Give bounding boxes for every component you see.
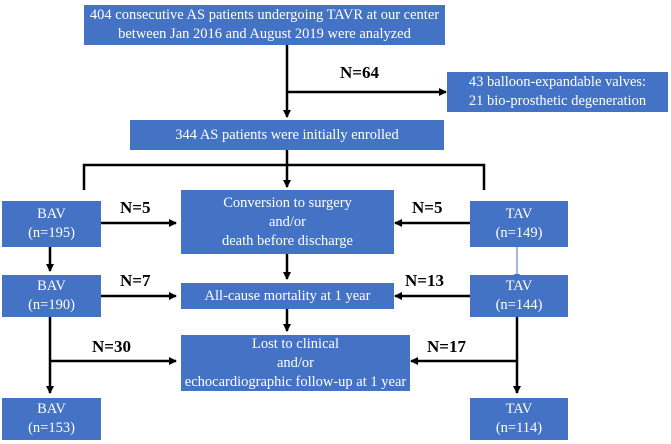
lost-line-1: Lost to clinical <box>252 335 339 352</box>
tav-initial-box: TAV (n=149) <box>470 201 568 247</box>
conversion-line-1: Conversion to surgery <box>223 194 352 211</box>
tav-conversion-count: N=5 <box>412 198 443 217</box>
mortality-line-1: All-cause mortality at 1 year <box>204 287 371 304</box>
split-bracket <box>82 163 486 190</box>
cohort-box: 404 consecutive AS patients undergoing T… <box>84 5 445 45</box>
bav-initial-box: BAV (n=195) <box>2 201 101 247</box>
bav-final-label: BAV <box>37 401 66 417</box>
lost-line-2: and/or <box>276 354 315 371</box>
tav-final-label: TAV <box>505 401 533 417</box>
bav-initial-count: (n=195) <box>28 225 75 241</box>
mortality-box: All-cause mortality at 1 year <box>181 283 394 309</box>
tav-discharge-count: (n=144) <box>495 297 543 313</box>
bav-discharge-label: BAV <box>37 278 66 294</box>
bav-final-box: BAV (n=153) <box>2 398 101 440</box>
bav-discharge-count: (n=190) <box>28 297 75 313</box>
bav-initial-label: BAV <box>37 206 66 222</box>
conversion-box: Conversion to surgery and/or death befor… <box>181 190 394 254</box>
bav-mortality-count: N=7 <box>120 271 151 290</box>
tav-final-box: TAV (n=114) <box>470 398 568 440</box>
tav-discharge-box: TAV (n=144) <box>470 275 568 317</box>
tav-initial-label: TAV <box>505 206 533 222</box>
lost-line-3: echocardiographic follow-up at 1 year <box>184 373 407 390</box>
tav-lost-count: N=17 <box>427 337 466 356</box>
bav-final-count: (n=153) <box>28 420 75 436</box>
bav-discharge-box: BAV (n=190) <box>2 275 101 317</box>
conversion-line-3: death before discharge <box>222 232 353 249</box>
excluded-count-label: N=64 <box>340 63 379 82</box>
tav-discharge-label: TAV <box>505 278 533 294</box>
excluded-line-2: 21 bio-prosthetic degeneration <box>468 93 647 109</box>
cohort-line-2: between Jan 2016 and August 2019 were an… <box>118 26 411 42</box>
conversion-line-2: and/or <box>268 213 307 230</box>
enrolled-line-1: 344 AS patients were initially enrolled <box>175 126 399 143</box>
tav-mortality-count: N=13 <box>405 271 444 290</box>
excluded-box: 43 balloon-expandable valves: 21 bio-pro… <box>447 72 668 112</box>
cohort-line-1: 404 consecutive AS patients undergoing T… <box>89 7 440 23</box>
bav-lost-count: N=30 <box>92 337 131 356</box>
bav-conversion-count: N=5 <box>120 198 151 217</box>
lost-box: Lost to clinical and/or echocardiographi… <box>181 335 410 391</box>
enrolled-box: 344 AS patients were initially enrolled <box>130 120 444 150</box>
tav-final-count: (n=114) <box>495 420 543 436</box>
tav-initial-count: (n=149) <box>495 225 543 241</box>
excluded-line-1: 43 balloon-expandable valves: <box>468 74 647 90</box>
